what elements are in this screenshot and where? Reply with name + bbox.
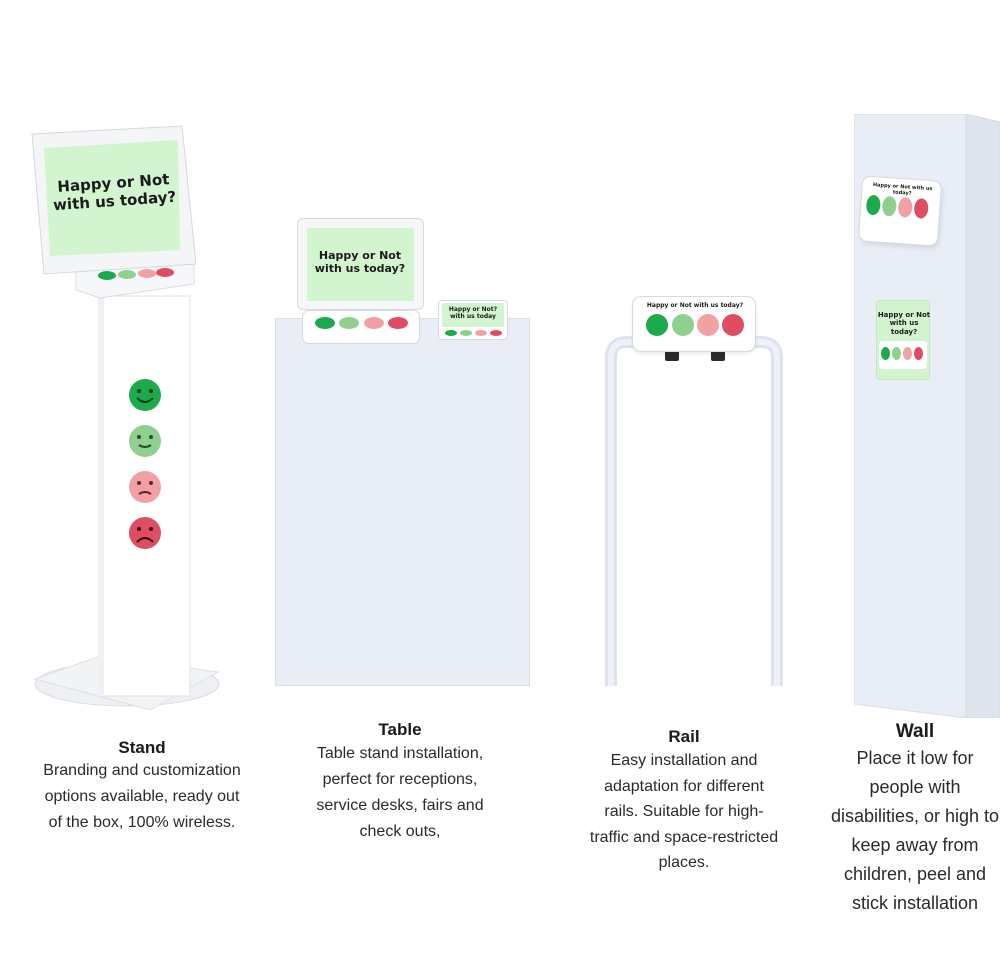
slightly-unhappy-button-icon — [364, 317, 384, 329]
rail-caption: Rail Easy installation and adaptation fo… — [586, 726, 782, 876]
happy-button-icon — [881, 347, 890, 360]
happy-face-icon — [129, 379, 161, 411]
table-small-screen-line2: with us today — [450, 313, 496, 321]
rail-title: Rail — [668, 727, 700, 746]
table-description: Table stand installation, perfect for re… — [316, 745, 484, 840]
rail-frame — [603, 336, 785, 688]
wall-panel — [854, 114, 1000, 718]
slightly-unhappy-button-icon — [697, 314, 719, 336]
unhappy-button-icon — [722, 314, 744, 336]
table-screen-line2: with us today? — [314, 262, 406, 276]
happy-button-icon — [865, 194, 882, 216]
table-title: Table — [378, 720, 422, 739]
rail-clamp-left — [665, 349, 679, 361]
stand-title: Stand — [118, 738, 166, 757]
stand-pole-faces — [128, 378, 162, 558]
wall-title: Wall — [895, 721, 935, 742]
table-screen-line1: Happy or Not — [318, 249, 402, 262]
slightly-unhappy-button-icon — [475, 330, 487, 336]
stand-kiosk-graphic — [31, 125, 220, 711]
table-main-device — [302, 310, 420, 344]
slightly-unhappy-button-icon — [903, 347, 912, 360]
wall-screen-line1: Happy or Not — [877, 311, 931, 319]
rail-device-label: Happy or Not with us today? — [646, 302, 744, 309]
unhappy-button-icon — [914, 347, 923, 360]
wall-upper-device: Happy or Not with us today? — [857, 175, 943, 247]
wall-caption: Wall Place it low for people with disabi… — [830, 720, 1000, 918]
stand-description: Branding and customization options avail… — [43, 762, 241, 831]
table-screen — [307, 228, 414, 301]
unhappy-face-icon — [129, 517, 161, 549]
wall-panel-graphic — [854, 114, 1000, 718]
slightly-happy-button-icon — [881, 195, 897, 217]
stand-illustration — [30, 124, 230, 714]
slightly-happy-button-icon — [460, 330, 472, 336]
unhappy-button-icon — [156, 268, 174, 277]
slightly-unhappy-face-icon — [129, 471, 161, 503]
slightly-happy-face-icon — [129, 425, 161, 457]
unhappy-button-icon — [388, 317, 408, 329]
table-small-screen-text: Happy or Not? with us today — [442, 306, 504, 320]
happy-button-icon — [315, 317, 335, 329]
wall-lower-button-bar — [879, 341, 927, 369]
slightly-unhappy-button-icon — [897, 196, 913, 218]
wall-description: Place it low for people with disabilitie… — [830, 748, 1000, 913]
table-pedestal — [275, 318, 530, 686]
wall-screen-line2: with us today? — [889, 319, 919, 336]
unhappy-button-icon — [913, 198, 929, 219]
happy-button-icon — [445, 330, 457, 336]
slightly-happy-button-icon — [892, 347, 901, 360]
table-caption: Table Table stand installation, perfect … — [300, 719, 500, 845]
table-small-screen-line1: Happy or Not? — [448, 306, 498, 313]
slightly-happy-button-icon — [118, 270, 136, 279]
happy-button-icon — [646, 314, 668, 336]
table-small-device: Happy or Not? with us today — [438, 300, 508, 340]
slightly-happy-button-icon — [339, 317, 359, 329]
table-screen-text: Happy or Not with us today? — [310, 249, 410, 275]
rail-device: Happy or Not with us today? — [632, 296, 756, 352]
rail-description: Easy installation and adaptation for dif… — [589, 752, 779, 871]
rail-tube-graphic — [605, 336, 783, 686]
unhappy-button-icon — [490, 330, 502, 336]
table-small-screen — [442, 303, 504, 327]
slightly-happy-button-icon — [672, 314, 694, 336]
rail-clamp-right — [711, 349, 725, 361]
table-screen-frame — [297, 218, 424, 310]
stand-caption: Stand Branding and customization options… — [42, 738, 242, 836]
slightly-unhappy-button-icon — [138, 269, 156, 278]
wall-screen-text: Happy or Not with us today? — [877, 311, 931, 336]
wall-lower-device: Happy or Not with us today? — [876, 300, 930, 380]
stand-tray-buttons — [98, 268, 178, 282]
happy-button-icon — [98, 271, 116, 280]
